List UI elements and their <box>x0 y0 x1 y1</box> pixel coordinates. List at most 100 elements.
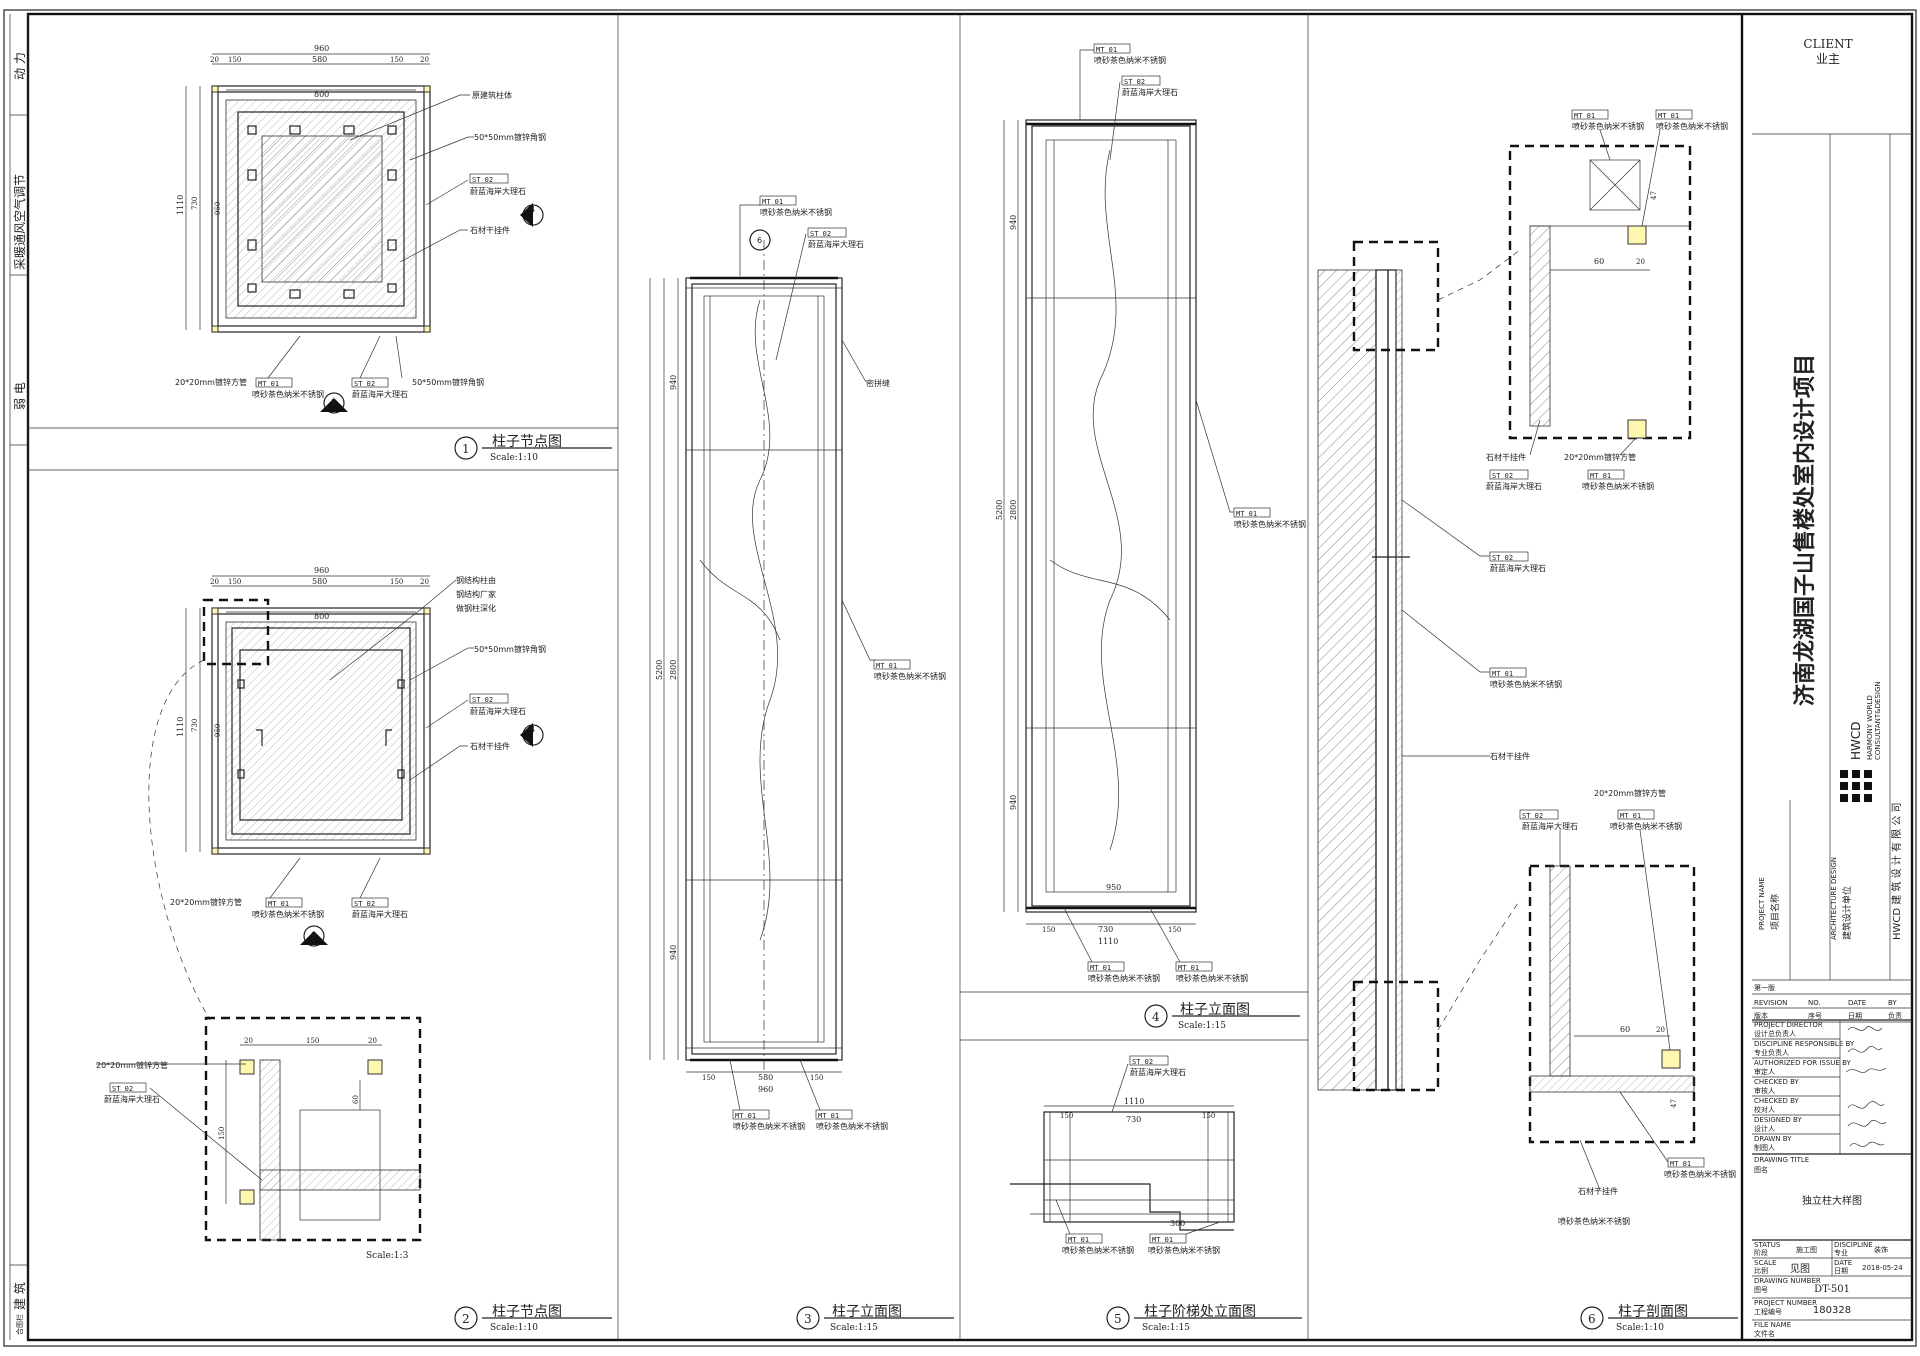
elevation-5: 1110 150 730 150 300 ST 02 蔚蓝海岸大理石 MT 01… <box>1010 1055 1302 1333</box>
svg-text:20: 20 <box>420 578 429 586</box>
svg-text:730: 730 <box>1126 1115 1141 1124</box>
svg-text:MT 01: MT 01 <box>1492 670 1513 678</box>
drawing-scale: Scale:1:15 <box>1142 1323 1190 1333</box>
svg-text:ST 02: ST 02 <box>112 1085 133 1093</box>
svg-text:150: 150 <box>1042 926 1055 934</box>
svg-text:蔚蓝海岸大理石: 蔚蓝海岸大理石 <box>352 909 408 919</box>
svg-text:20: 20 <box>244 1037 253 1045</box>
left-strip: 动 力 采暖通风空气调节 弱 电 建 筑 合图栏 <box>9 14 28 1340</box>
plan-detail-1: 960 580 20 150 150 20 800 1110 730 950 <box>175 44 612 463</box>
svg-text:MT 01: MT 01 <box>268 900 289 908</box>
svg-text:1110: 1110 <box>176 195 185 215</box>
svg-text:47: 47 <box>1650 191 1658 200</box>
drawing-number: 1 <box>462 442 470 456</box>
svg-text:MT 01: MT 01 <box>1620 812 1641 820</box>
svg-text:图名: 图名 <box>1754 1165 1768 1174</box>
svg-text:60: 60 <box>1594 257 1604 266</box>
svg-text:MT 01: MT 01 <box>1670 1160 1691 1168</box>
svg-text:日期: 日期 <box>1834 1267 1848 1275</box>
svg-text:NO.: NO. <box>1808 999 1821 1007</box>
svg-text:DRAWING NUMBER: DRAWING NUMBER <box>1754 1277 1821 1285</box>
svg-text:20*20mm镀锌方管: 20*20mm镀锌方管 <box>1564 452 1636 462</box>
svg-text:序号: 序号 <box>1808 1011 1822 1020</box>
svg-text:制图人: 制图人 <box>1754 1143 1775 1152</box>
svg-text:20: 20 <box>210 56 219 64</box>
svg-text:20: 20 <box>420 56 429 64</box>
svg-text:CHECKED BY: CHECKED BY <box>1754 1078 1800 1086</box>
svg-text:47: 47 <box>1670 1099 1678 1108</box>
svg-text:DRAWN BY: DRAWN BY <box>1754 1135 1792 1143</box>
side-label: 合图栏 <box>15 1314 24 1335</box>
svg-text:第一版: 第一版 <box>1754 983 1775 992</box>
svg-text:蔚蓝海岸大理石: 蔚蓝海岸大理石 <box>808 239 864 249</box>
svg-text:730: 730 <box>191 719 199 732</box>
svg-text:蔚蓝海岸大理石: 蔚蓝海岸大理石 <box>352 389 408 399</box>
svg-text:MT 01: MT 01 <box>1574 112 1595 120</box>
svg-text:580: 580 <box>312 55 327 64</box>
svg-text:4: 4 <box>530 205 535 214</box>
svg-text:施工图: 施工图 <box>1796 1245 1817 1254</box>
svg-text:工程编号: 工程编号 <box>1754 1307 1782 1316</box>
svg-text:CHECKED BY: CHECKED BY <box>1754 1097 1800 1105</box>
side-label: 动 力 <box>13 52 27 80</box>
svg-text:石材干挂件: 石材干挂件 <box>1490 751 1530 761</box>
svg-text:校对人: 校对人 <box>1754 1105 1775 1114</box>
svg-text:960: 960 <box>314 44 329 53</box>
svg-text:150: 150 <box>390 578 403 586</box>
svg-text:PROJECT DIRECTOR: PROJECT DIRECTOR <box>1754 1021 1823 1029</box>
svg-text:2800: 2800 <box>669 660 678 680</box>
drawing-title: 柱子剖面图 <box>1618 1304 1688 1320</box>
svg-text:ST 02: ST 02 <box>1522 812 1543 820</box>
svg-text:940: 940 <box>1009 795 1018 810</box>
svg-text:石材干挂件: 石材干挂件 <box>470 225 510 235</box>
svg-text:蔚蓝海岸大理石: 蔚蓝海岸大理石 <box>104 1094 160 1104</box>
svg-text:MT 01: MT 01 <box>258 380 279 388</box>
svg-text:MT 01: MT 01 <box>1090 964 1111 972</box>
section-6: 60 20 47 MT 01 喷砂茶色纳米不锈钢 MT 01 喷砂茶色纳米不锈钢… <box>1317 109 1738 1333</box>
svg-text:设计总负责人: 设计总负责人 <box>1754 1029 1796 1038</box>
svg-text:钢结构厂家: 钢结构厂家 <box>456 589 496 599</box>
svg-text:石材干挂件: 石材干挂件 <box>470 741 510 751</box>
svg-text:MT 01: MT 01 <box>1178 964 1199 972</box>
svg-text:专业: 专业 <box>1834 1248 1848 1257</box>
svg-text:石材干挂件: 石材干挂件 <box>1486 452 1526 462</box>
svg-text:940: 940 <box>669 945 678 960</box>
svg-text:960: 960 <box>314 566 329 575</box>
svg-text:800: 800 <box>314 612 329 621</box>
svg-text:审核人: 审核人 <box>1754 1086 1775 1095</box>
drawing-scale: Scale:1:10 <box>490 1323 538 1333</box>
svg-text:150: 150 <box>306 1037 319 1045</box>
svg-text:原建筑柱体: 原建筑柱体 <box>472 90 512 100</box>
svg-text:5200: 5200 <box>995 500 1004 520</box>
svg-text:钢结构柱由: 钢结构柱由 <box>456 575 496 585</box>
svg-text:喷砂茶色纳米不锈钢: 喷砂茶色纳米不锈钢 <box>1610 821 1682 831</box>
svg-text:喷砂茶色纳米不锈钢: 喷砂茶色纳米不锈钢 <box>816 1121 888 1131</box>
svg-text:装饰: 装饰 <box>1874 1245 1888 1254</box>
svg-text:建筑设计单位: 建筑设计单位 <box>1841 886 1853 940</box>
svg-text:蔚蓝海岸大理石: 蔚蓝海岸大理石 <box>1122 87 1178 97</box>
svg-text:FILE NAME: FILE NAME <box>1754 1321 1791 1329</box>
title-block: CLIENT 业主 济南龙湖国子山售楼处室内设计项目 PROJECT NAME … <box>1752 37 1912 1338</box>
svg-text:比例: 比例 <box>1754 1266 1768 1275</box>
svg-text:喷砂茶色纳米不锈钢: 喷砂茶色纳米不锈钢 <box>1656 121 1728 131</box>
svg-text:喷砂茶色纳米不锈钢: 喷砂茶色纳米不锈钢 <box>760 207 832 217</box>
svg-text:ST 02: ST 02 <box>1132 1058 1153 1066</box>
svg-text:MT 01: MT 01 <box>1658 112 1679 120</box>
roles-list: PROJECT DIRECTOR 设计总负责人 DISCIPLINE RESPO… <box>1752 1021 1855 1152</box>
svg-text:喷砂茶色纳米不锈钢: 喷砂茶色纳米不锈钢 <box>1094 55 1166 65</box>
svg-text:ST 02: ST 02 <box>354 900 375 908</box>
drawing-title-value: 独立柱大样图 <box>1802 1194 1862 1207</box>
svg-text:DATE: DATE <box>1834 1259 1852 1267</box>
drawing-scale: Scale:1:10 <box>1616 1323 1664 1333</box>
svg-text:ST 02: ST 02 <box>810 230 831 238</box>
svg-text:MT 01: MT 01 <box>1590 472 1611 480</box>
drawing-scale: Scale:1:15 <box>1178 1021 1226 1031</box>
drawing-number: 3 <box>804 1312 812 1326</box>
svg-text:1110: 1110 <box>176 717 185 737</box>
svg-text:密拼缝: 密拼缝 <box>866 378 890 388</box>
svg-text:DATE: DATE <box>1848 999 1866 1007</box>
svg-text:800: 800 <box>314 90 329 99</box>
svg-text:喷砂茶色纳米不锈钢: 喷砂茶色纳米不锈钢 <box>1664 1169 1736 1179</box>
svg-text:4: 4 <box>530 725 535 734</box>
